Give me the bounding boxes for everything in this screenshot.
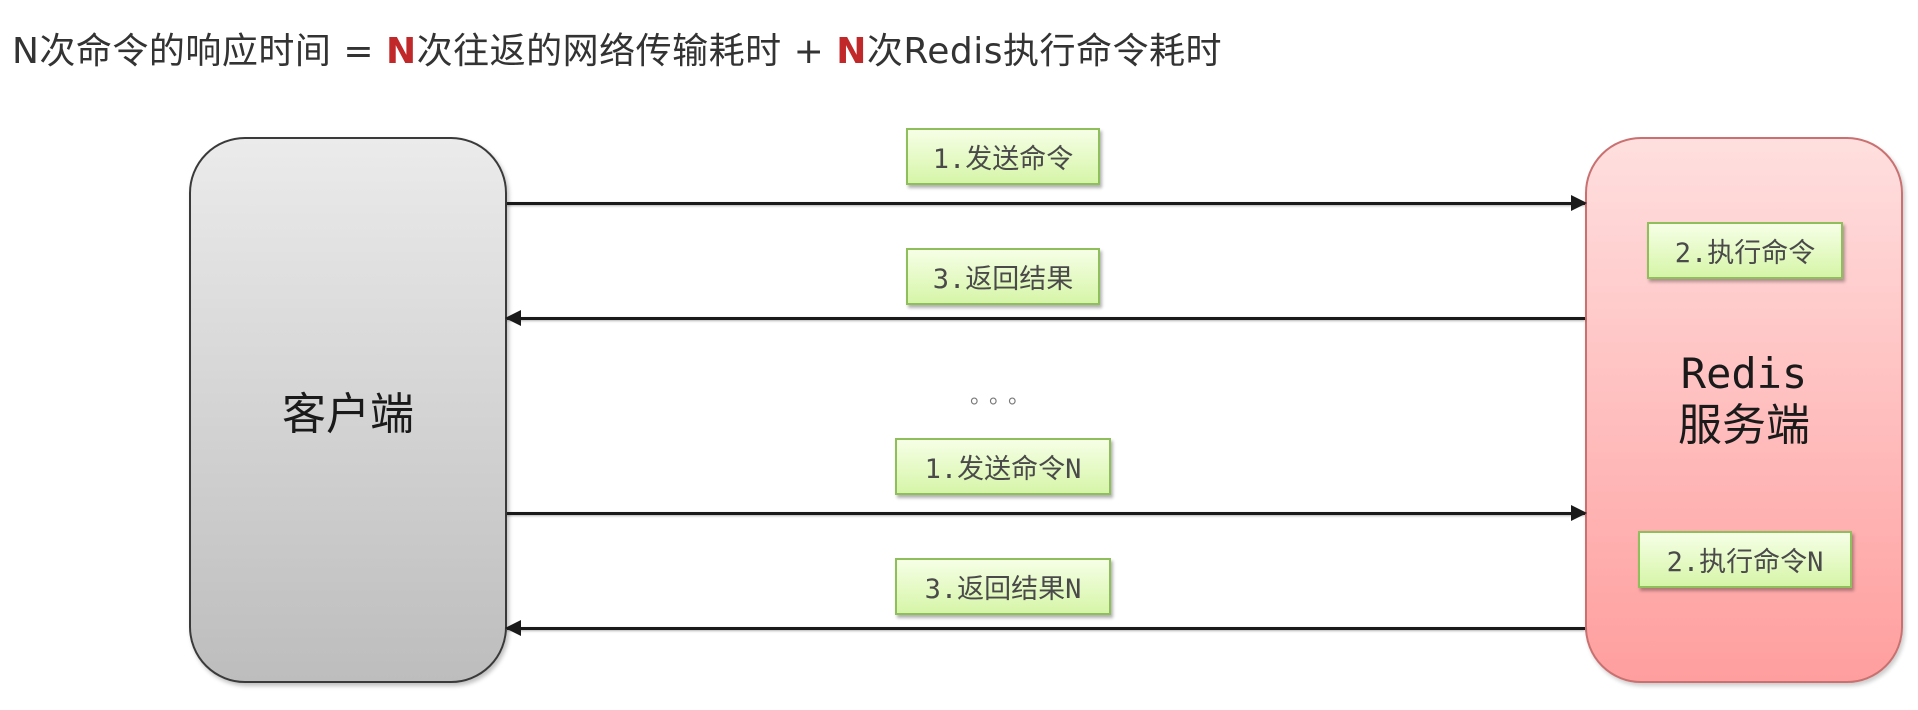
client-label: 客户端 [282, 389, 414, 440]
formula-title: N次命令的响应时间 = N次往返的网络传输耗时 + N次Redis执行命令耗时 [12, 22, 1222, 74]
client-node: 客户端 [189, 137, 507, 683]
title-n-highlight-2: N [836, 31, 867, 72]
arrow-server-to-client-n [505, 620, 1585, 636]
step-send-command-1: 1.发送命令 [906, 128, 1100, 185]
arrow-client-to-server-1 [507, 195, 1587, 211]
arrow-client-to-server-n [507, 505, 1587, 521]
server-label-line1: Redis [1680, 349, 1808, 398]
step-return-result-1: 3.返回结果 [906, 248, 1100, 305]
server-label: Redis 服务端 [1678, 348, 1810, 452]
step-return-result-n: 3.返回结果N [895, 558, 1111, 615]
arrow-server-to-client-1 [505, 310, 1585, 326]
title-part-2: 次往返的网络传输耗时 + [416, 31, 837, 72]
step-execute-command-n: 2.执行命令N [1638, 531, 1852, 588]
ellipsis: 。。。 [970, 384, 1039, 409]
title-part-1: N次命令的响应时间 = [12, 31, 386, 72]
redis-server-node: Redis 服务端 [1585, 137, 1903, 683]
step-execute-command-1: 2.执行命令 [1647, 222, 1843, 279]
step-send-command-n: 1.发送命令N [895, 438, 1111, 495]
title-part-3: 次Redis执行命令耗时 [866, 31, 1222, 72]
server-label-line2: 服务端 [1678, 400, 1810, 451]
title-n-highlight-1: N [385, 31, 417, 72]
